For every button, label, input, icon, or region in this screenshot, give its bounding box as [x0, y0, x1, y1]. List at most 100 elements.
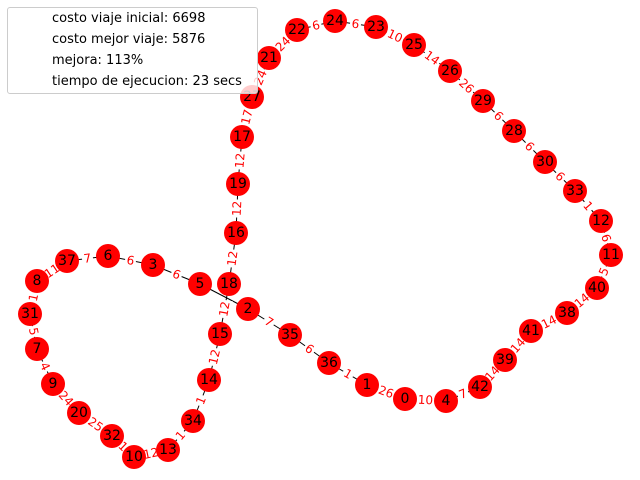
node-label: 12 [592, 213, 610, 229]
edge-label-bg [489, 107, 508, 125]
node-circle [217, 272, 241, 296]
node-circle [25, 269, 49, 293]
edge-weight-31-8: 1 [26, 292, 41, 302]
node-10: 10 [122, 445, 146, 469]
node-circle [55, 249, 79, 273]
node-36: 36 [317, 351, 341, 375]
edge-label-bg [455, 385, 471, 403]
node-circle [25, 337, 49, 361]
node-circle [355, 373, 379, 397]
node-label: 1 [363, 377, 372, 393]
node-circle [226, 172, 250, 196]
edge-label-bg [25, 290, 42, 305]
node-circle [323, 9, 347, 33]
node-14: 14 [197, 368, 221, 392]
edge-weight-6-3: 6 [125, 253, 135, 268]
edge-weight-0-1: 26 [376, 383, 395, 401]
node-label: 17 [233, 129, 251, 145]
edge-label-bg [205, 346, 224, 368]
node-circle [285, 18, 309, 42]
node-circle [555, 301, 579, 325]
node-label: 13 [159, 442, 177, 458]
node-35: 35 [278, 323, 302, 347]
node-33: 33 [563, 179, 587, 203]
edge-label-bg [300, 340, 319, 358]
node-26: 26 [438, 59, 462, 83]
node-label: 23 [367, 19, 385, 35]
node-circle [208, 322, 232, 346]
node-29: 29 [471, 89, 495, 113]
node-label: 37 [58, 253, 76, 269]
edge-weight-25-23: 10 [385, 26, 405, 45]
node-label: 4 [442, 393, 451, 409]
node-circle [236, 297, 260, 321]
edge-label-bg [114, 437, 132, 456]
node-label: 24 [326, 13, 344, 29]
node-label: 10 [125, 449, 143, 465]
node-circle [141, 253, 165, 277]
node-32: 32 [100, 424, 124, 448]
edge-weight-11-12: 6 [598, 232, 614, 243]
edge-label-bg [81, 250, 94, 267]
edge-label-bg [123, 252, 138, 269]
node-19: 19 [226, 172, 250, 196]
edge-weight-13-10: 12 [142, 445, 160, 462]
edge-label-bg [168, 265, 185, 284]
node-label: 35 [281, 327, 299, 343]
node-label: 39 [496, 352, 514, 368]
node-6: 6 [96, 244, 120, 268]
node-label: 22 [288, 22, 306, 38]
edge-label-bg [595, 263, 613, 280]
legend-improvement: mejora: 113% [52, 53, 144, 68]
node-circle [41, 372, 65, 396]
node-label: 18 [220, 276, 238, 292]
edge-label-bg [192, 392, 210, 409]
node-label: 38 [558, 305, 576, 321]
node-label: 2 [244, 301, 253, 317]
edge-label-bg [238, 106, 256, 128]
edge-weight-27-17: 17 [238, 108, 255, 126]
node-5: 5 [188, 272, 212, 296]
node-13: 13 [156, 438, 180, 462]
edge-label-bg [224, 248, 241, 269]
node-label: 0 [401, 391, 410, 407]
node-label: 42 [471, 379, 489, 395]
edge-label-bg [420, 47, 444, 69]
node-circle [122, 445, 146, 469]
node-circle [519, 319, 543, 343]
node-label: 5 [196, 276, 205, 292]
node-label: 31 [21, 306, 39, 322]
node-label: 21 [260, 50, 278, 66]
node-circle [197, 368, 221, 392]
node-22: 22 [285, 18, 309, 42]
node-label: 8 [33, 273, 42, 289]
edge-weight-18-15: 12 [216, 300, 232, 318]
edge-label-bg [416, 392, 435, 408]
edge-label-bg [349, 16, 362, 32]
edge-label-bg [36, 358, 54, 375]
node-circle [364, 15, 388, 39]
edge-label-bg [537, 311, 561, 333]
node-circle [599, 243, 623, 267]
node-34: 34 [181, 409, 205, 433]
node-23: 23 [364, 15, 388, 39]
node-15: 15 [208, 322, 232, 346]
node-label: 41 [522, 323, 540, 339]
edge-weight-37-6: 7 [83, 251, 92, 266]
node-9: 9 [41, 372, 65, 396]
node-39: 39 [493, 348, 517, 372]
node-label: 25 [405, 37, 423, 53]
node-42: 42 [468, 375, 492, 399]
node-circle [100, 424, 124, 448]
edge-label-bg [375, 382, 397, 402]
node-circle [589, 209, 613, 233]
node-label: 7 [33, 341, 42, 357]
edge-weight-17-19: 12 [232, 152, 247, 168]
node-24: 24 [323, 9, 347, 33]
node-30: 30 [533, 150, 557, 174]
node-label: 11 [602, 247, 620, 263]
node-3: 3 [141, 253, 165, 277]
edge-label-bg [229, 199, 245, 218]
edge-weight-23-24: 6 [351, 17, 361, 32]
